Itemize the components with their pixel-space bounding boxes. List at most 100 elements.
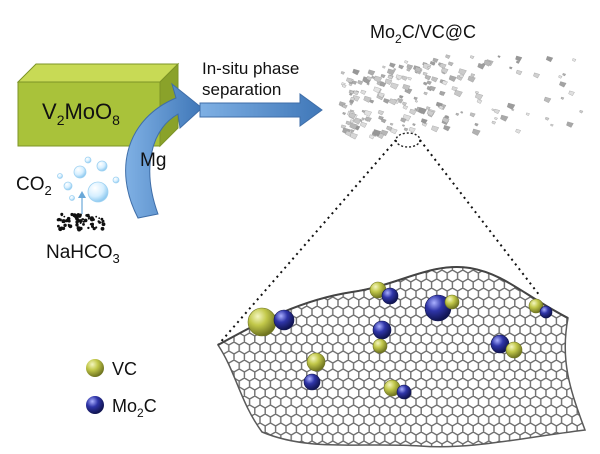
curved-arrow-icon xyxy=(125,82,203,219)
process-label-line2: separation xyxy=(202,80,281,99)
fragment xyxy=(406,64,414,70)
fragment xyxy=(363,95,372,103)
fragment xyxy=(367,69,376,76)
fragment xyxy=(429,61,436,66)
fragment xyxy=(352,68,360,76)
fragment xyxy=(445,54,451,59)
process-label-line1: In-situ phase xyxy=(202,59,299,78)
fragment xyxy=(493,108,501,114)
fragment xyxy=(378,92,385,98)
fragment xyxy=(361,117,365,121)
fragment xyxy=(460,111,464,114)
fragment xyxy=(472,128,481,136)
fragment xyxy=(372,129,382,137)
fragment xyxy=(390,128,398,135)
powder-particle xyxy=(75,223,79,227)
fragment xyxy=(387,74,394,80)
fragment xyxy=(377,110,385,116)
fragment xyxy=(399,95,404,99)
powder-particle xyxy=(61,220,65,224)
fragment xyxy=(448,61,454,67)
fragment xyxy=(443,125,451,132)
powder-particle xyxy=(100,226,105,231)
fragment xyxy=(384,78,393,85)
powder-particle xyxy=(89,223,93,226)
fragment xyxy=(402,105,409,110)
fragment xyxy=(579,110,584,114)
powder-particle xyxy=(81,218,84,220)
fragment xyxy=(386,125,393,131)
fragment xyxy=(413,96,418,101)
fragment xyxy=(400,117,407,123)
fragment xyxy=(515,69,523,76)
fragment xyxy=(572,58,577,62)
powder-particle xyxy=(63,223,67,227)
fragment xyxy=(373,86,382,94)
fragment xyxy=(454,89,463,98)
precursor-label: V2MoO8 xyxy=(42,99,120,128)
fragment xyxy=(359,119,363,123)
fragment xyxy=(414,108,418,111)
powder-particle xyxy=(91,225,94,228)
fragment xyxy=(439,90,446,96)
fragment xyxy=(448,75,457,82)
fragment xyxy=(422,71,428,76)
fragment xyxy=(423,91,428,96)
fragment xyxy=(559,81,567,88)
powder-particle xyxy=(87,217,90,220)
fragment xyxy=(459,74,465,79)
powder-particle xyxy=(102,223,105,226)
vc-sphere-icon xyxy=(505,341,523,359)
fragment xyxy=(349,119,355,124)
mo2c-sphere-icon xyxy=(372,320,392,340)
fragment xyxy=(414,100,418,103)
fragment xyxy=(389,98,398,106)
fragment xyxy=(360,121,368,128)
powder-particle xyxy=(90,217,94,222)
fragment xyxy=(424,74,432,81)
fragment xyxy=(562,73,567,77)
legend-vc-label: VC xyxy=(112,359,137,379)
nahco3-label: NaHCO3 xyxy=(46,242,120,266)
fragment xyxy=(418,107,427,115)
fragment xyxy=(407,76,412,81)
fragment xyxy=(560,96,565,100)
fragment xyxy=(361,109,366,113)
fragment xyxy=(432,57,439,63)
fragment xyxy=(366,76,373,81)
fragment xyxy=(414,66,422,73)
fragment xyxy=(423,81,428,86)
powder-particle xyxy=(75,220,79,224)
powder-particle xyxy=(66,216,71,221)
powder-particle xyxy=(83,218,88,223)
graphene-sheet xyxy=(216,266,587,448)
powder-particle xyxy=(68,224,73,229)
product-label: Mo2C/VC@C xyxy=(370,22,476,46)
fragment xyxy=(380,129,389,137)
fragment xyxy=(342,104,348,109)
fragment xyxy=(382,65,386,69)
bubble-icon xyxy=(57,156,120,203)
powder-particle xyxy=(78,219,83,223)
vc-sphere-icon xyxy=(444,294,460,310)
vc-sphere-icon xyxy=(372,338,388,354)
fragment xyxy=(431,125,440,133)
fragment xyxy=(357,80,364,85)
vc-sphere-icon xyxy=(528,298,544,314)
powder-particle xyxy=(60,214,63,217)
fragment xyxy=(515,128,521,134)
fragment xyxy=(545,56,554,63)
fragment xyxy=(483,59,492,67)
powder-particle xyxy=(98,221,102,224)
fragment xyxy=(389,122,394,126)
fragment xyxy=(427,66,431,69)
fragment xyxy=(406,68,411,72)
fragment xyxy=(429,85,436,92)
fragment xyxy=(342,84,347,88)
powder-particle xyxy=(100,217,104,221)
mo2c-sphere-icon xyxy=(303,373,321,391)
mo2c-sphere-icon xyxy=(381,287,399,305)
legend: VC Mo2C xyxy=(86,359,157,420)
powder-particle xyxy=(63,215,66,218)
